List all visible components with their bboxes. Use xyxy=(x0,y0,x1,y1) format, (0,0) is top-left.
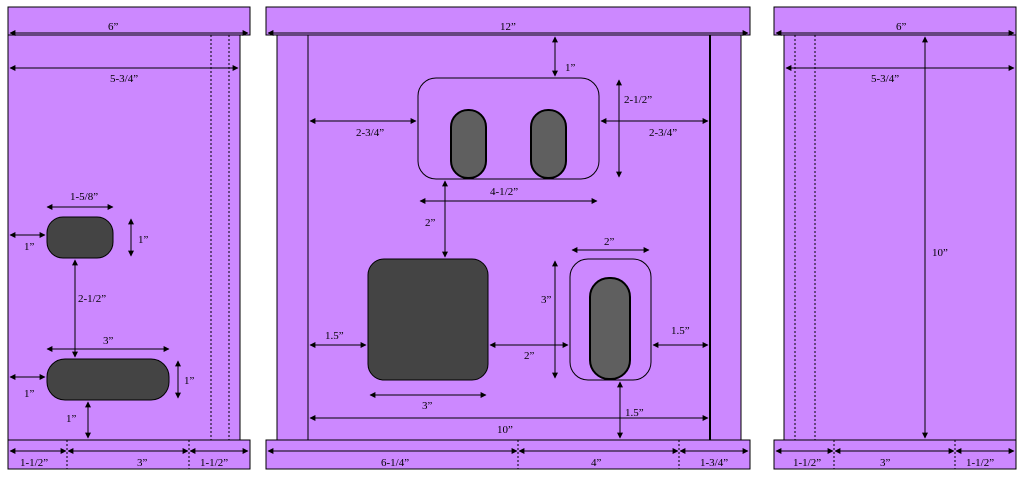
left-bottom-seg-label-2: 3” xyxy=(137,457,148,469)
left-top-width-label: 6” xyxy=(108,21,119,33)
left-small-cutout xyxy=(46,216,114,259)
vent-slot-left xyxy=(450,109,487,179)
square-to-oval-label: 2” xyxy=(524,350,535,362)
oval-bottom-label: 1.5” xyxy=(625,407,644,419)
center-left-stile xyxy=(276,34,309,441)
oval-height-label: 3” xyxy=(541,294,552,306)
vent-height-label: 2-1/2” xyxy=(624,94,652,106)
left-small-hole-left-label: 1” xyxy=(24,241,35,253)
center-bottom-seg-label-1: 6-1/4” xyxy=(381,457,409,469)
center-inner-width-label: 10” xyxy=(497,424,513,436)
right-inner-width-label: 5-3/4” xyxy=(871,73,899,85)
left-bottom-rail xyxy=(7,439,251,470)
oval-frame-width-label: 2” xyxy=(604,236,615,248)
left-long-hole-width-label: 3” xyxy=(103,335,114,347)
left-long-hole-height-label: 1” xyxy=(184,375,195,387)
right-top-width-label: 6” xyxy=(896,21,907,33)
left-small-hole-width-label: 1-5/8” xyxy=(70,191,98,203)
right-height-label: 10” xyxy=(932,247,948,259)
vent-left-label: 2-3/4” xyxy=(356,127,384,139)
center-bottom-seg-label-2: 4” xyxy=(591,457,602,469)
left-gap-label: 2-1/2” xyxy=(78,293,106,305)
right-bottom-seg-label-2: 3” xyxy=(880,457,891,469)
oval-right-label: 1.5” xyxy=(671,325,690,337)
oval-slot xyxy=(589,277,631,380)
left-top-rail xyxy=(7,6,251,36)
square-width-label: 3” xyxy=(422,400,433,412)
right-bottom-seg-label-3: 1-1/2” xyxy=(966,457,994,469)
left-long-cutout xyxy=(46,358,170,401)
center-bottom-seg-label-3: 1-3/4” xyxy=(700,457,728,469)
center-top-clearance-label: 1” xyxy=(565,62,576,74)
vent-width-label: 4-1/2” xyxy=(490,186,518,198)
right-body xyxy=(783,34,1017,441)
left-side-panel: 6” 5-3/4” 1-5/8” 1” 1” 2-1/2” 3” 1” 1” 1… xyxy=(7,6,251,470)
right-bottom-rail xyxy=(773,439,1017,470)
left-bottom-seg-label-3: 1-1/2” xyxy=(200,457,228,469)
right-top-rail xyxy=(773,6,1017,36)
vent-right-label: 2-3/4” xyxy=(649,127,677,139)
left-long-hole-left-label: 1” xyxy=(24,388,35,400)
left-small-hole-height-label: 1” xyxy=(138,234,149,246)
center-right-stile xyxy=(709,34,742,441)
right-side-panel: 6” 5-3/4” 10” 1-1/2” 3” 1-1/2” xyxy=(773,6,1017,470)
vent-outline xyxy=(417,77,600,180)
left-inner-width-label: 5-3/4” xyxy=(110,73,138,85)
center-top-width-label: 12” xyxy=(500,21,516,33)
right-bottom-seg-label-1: 1-1/2” xyxy=(793,457,821,469)
center-bottom-rail xyxy=(265,439,751,470)
front-panel: 12” 1” 2-1/2” 2-3/4” 2-3/4” 4-1/2” 2” 1.… xyxy=(265,6,751,470)
square-left-label: 1.5” xyxy=(325,330,344,342)
left-bottom-seg-label-1: 1-1/2” xyxy=(20,457,48,469)
left-long-hole-bottom-label: 1” xyxy=(66,413,77,425)
square-top-label: 2” xyxy=(425,217,436,229)
vent-slot-right xyxy=(530,109,567,179)
center-square-cutout xyxy=(367,258,489,381)
